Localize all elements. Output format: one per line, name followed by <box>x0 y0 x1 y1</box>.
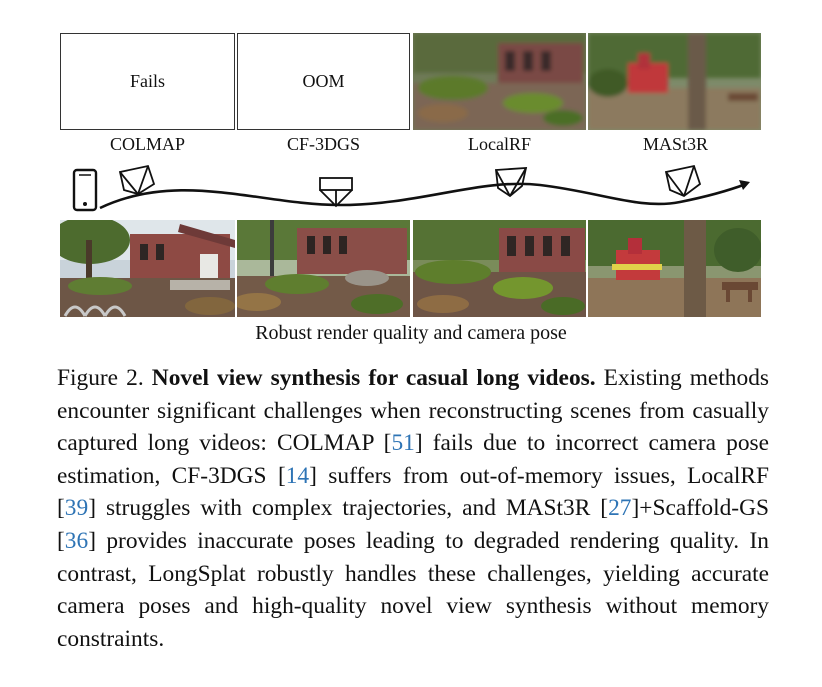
longsplat-render-image-4 <box>588 220 761 317</box>
method-label-mast3r: MASt3R <box>642 134 709 154</box>
method-label-cf3dgs: CF-3DGS <box>286 134 361 154</box>
trajectory-arrowhead <box>739 180 750 190</box>
citation-link-51[interactable]: 51 <box>391 430 415 457</box>
camera-frustum-icon <box>495 167 528 198</box>
localrf-render-image <box>413 33 586 130</box>
caption-text-3: ] suffers from out-of-memory issues, Loc… <box>57 462 769 522</box>
longsplat-render-image-1 <box>60 220 235 317</box>
method-label-colmap: COLMAP <box>109 134 185 154</box>
cf3dgs-oom-text: OOM <box>302 71 345 91</box>
citation-link-36[interactable]: 36 <box>64 527 89 554</box>
citation-link-27[interactable]: 27 <box>608 495 632 522</box>
caption-text-2: ] fails due to incorrect camera pose est… <box>57 430 769 489</box>
mast3r-render-image <box>588 33 761 130</box>
camera-frustum-icon <box>118 164 156 195</box>
caption-text-1: Existing methods encounter significant c… <box>57 365 769 457</box>
smartphone-icon <box>72 168 98 212</box>
citation-link-14[interactable]: 14 <box>285 462 310 489</box>
cf3dgs-oom-box: OOM <box>237 33 410 130</box>
figure-caption: Figure 2. Novel view synthesis for casua… <box>57 362 769 655</box>
method-label-localrf: LocalRF <box>468 134 531 154</box>
camera-frustum-icon <box>664 164 702 198</box>
caption-prefix: Figure 2. <box>57 365 152 391</box>
trajectory-arrow <box>99 182 747 210</box>
caption-text-5: ]+Scaffold-GS [ <box>57 495 769 554</box>
camera-frustum-icon <box>319 177 353 208</box>
longsplat-render-image-2 <box>237 220 410 317</box>
longsplat-render-image-3 <box>413 220 586 317</box>
caption-text-4: ] struggles with complex trajectories, a… <box>88 495 609 522</box>
figure-subcaption: Robust render quality and camera pose <box>255 322 567 344</box>
caption-title: Novel view synthesis for casual long vid… <box>151 365 596 391</box>
colmap-fail-text: Fails <box>129 71 165 91</box>
citation-link-39[interactable]: 39 <box>64 495 89 522</box>
colmap-fail-box: Fails <box>60 33 235 130</box>
trajectory-diagram <box>72 164 750 212</box>
caption-text-6: ] provides inaccurate poses leading to d… <box>57 527 769 652</box>
